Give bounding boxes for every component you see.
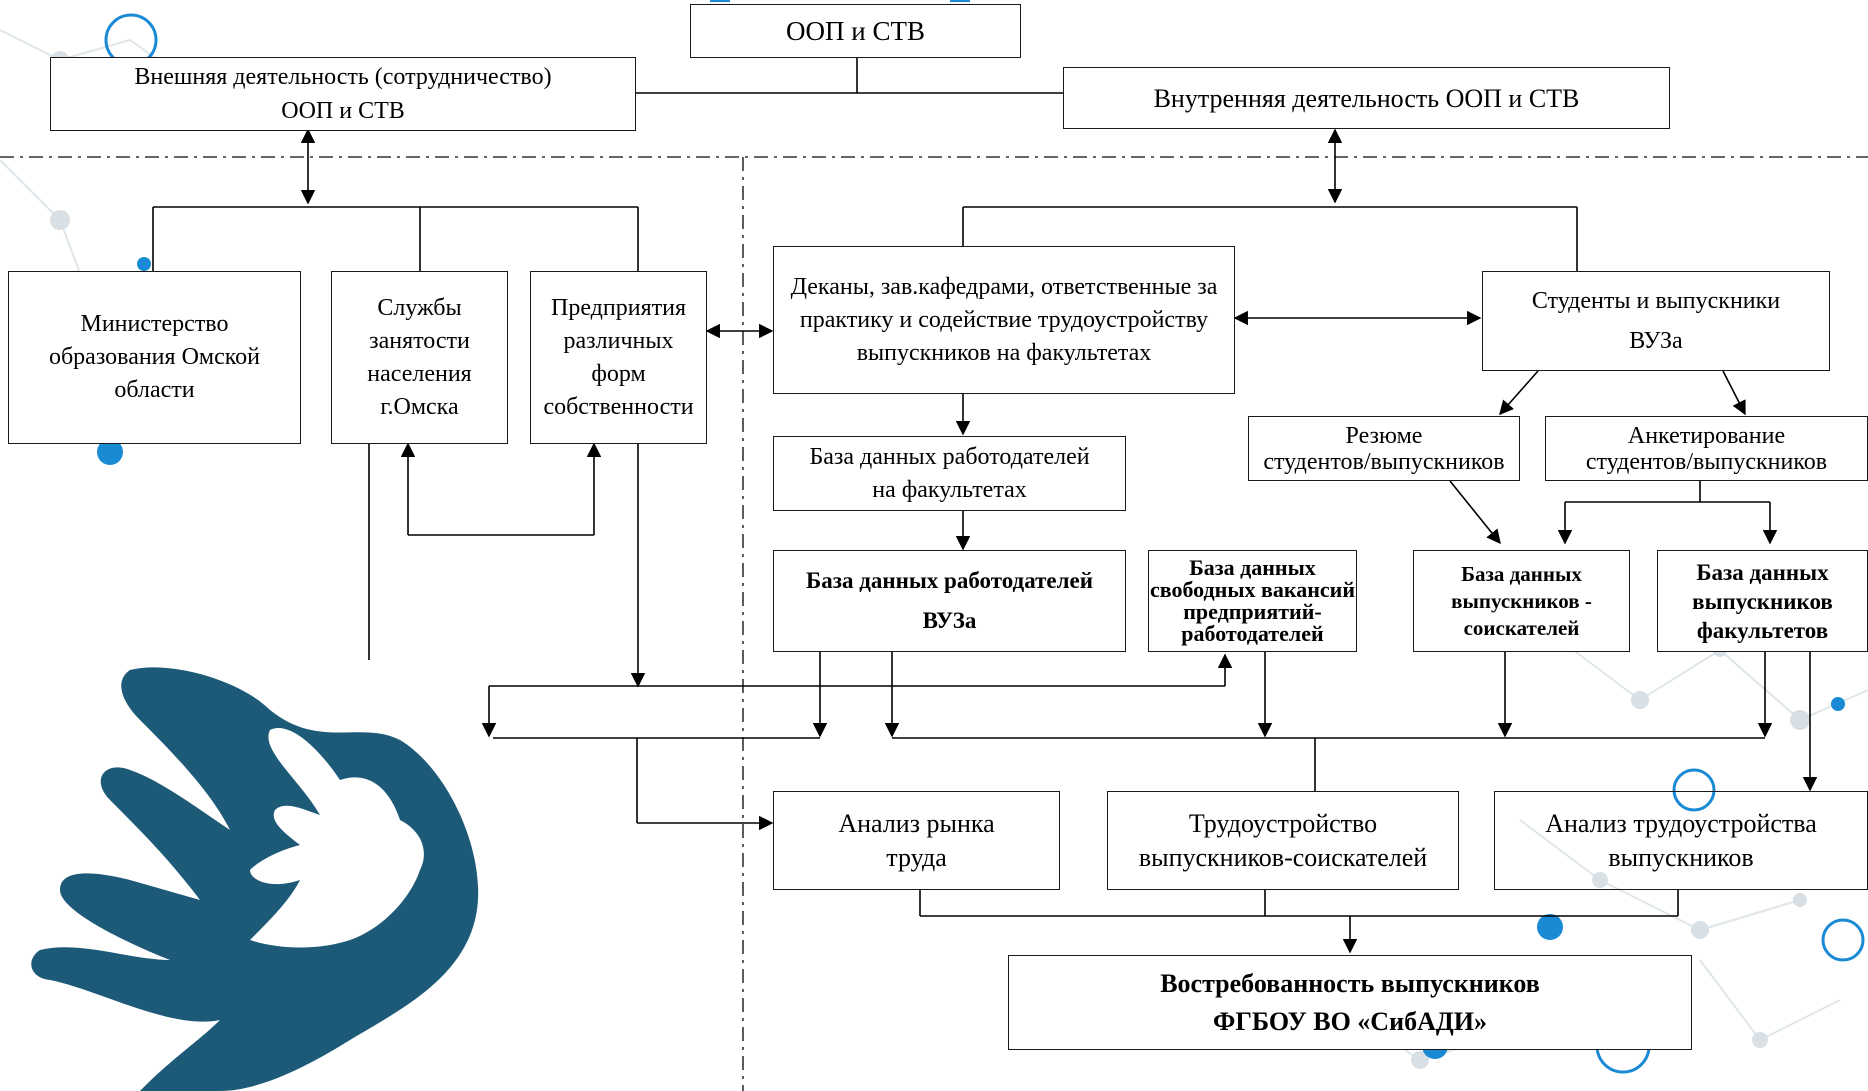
title-accent-icon xyxy=(710,0,970,2)
graduates-seekers-db-label: База данных выпускников - соискателей xyxy=(1451,561,1592,640)
survey-box: Анкетирование студентов/выпускников xyxy=(1545,416,1868,481)
external-activity-box: Внешняя деятельность (сотрудничество) ОО… xyxy=(50,57,636,131)
university-employers-db-label: База данных работодателей ВУЗа xyxy=(806,568,1093,633)
top-box: ООП и СТВ xyxy=(690,4,1021,58)
deans-box: Деканы, зав.кафедрами, ответственные за … xyxy=(773,246,1235,394)
internal-activity-box: Внутренняя деятельность ООП и СТВ xyxy=(1063,67,1670,129)
internal-activity-label: Внутренняя деятельность ООП и СТВ xyxy=(1153,83,1580,113)
external-activity-label: Внешняя деятельность (сотрудничество) ОО… xyxy=(134,64,552,124)
ministry-label: Министерство образования Омской области xyxy=(48,311,261,403)
employment-label: Трудоустройство выпускников-соискателей xyxy=(1138,808,1428,872)
resume-label: Резюме студентов/выпускников xyxy=(1263,422,1505,475)
employment-services-label: Службы занятости населения г.Омска xyxy=(367,294,472,420)
resume-box: Резюме студентов/выпускников xyxy=(1248,416,1520,481)
faculty-graduates-db-box: База данных выпускников факультетов xyxy=(1657,550,1868,652)
labor-market-box: Анализ рынка труда xyxy=(773,791,1060,890)
top-box-label: ООП и СТВ xyxy=(786,15,925,46)
students-box: Студенты и выпускники ВУЗа xyxy=(1482,271,1830,371)
enterprises-label: Предприятия различных форм собственности xyxy=(543,294,694,420)
hands-icon xyxy=(31,667,479,1091)
faculty-employers-db-box: База данных работодателей на факультетах xyxy=(773,436,1126,511)
employment-services-box: Службы занятости населения г.Омска xyxy=(331,271,508,444)
vacancies-db-label: База данных свободных вакансий предприят… xyxy=(1149,555,1356,646)
vacancies-db-box: База данных свободных вакансий предприят… xyxy=(1148,550,1357,652)
survey-label: Анкетирование студентов/выпускников xyxy=(1585,422,1828,475)
deans-label: Деканы, зав.кафедрами, ответственные за … xyxy=(790,273,1218,366)
enterprises-box: Предприятия различных форм собственности xyxy=(530,271,707,444)
employment-analysis-label: Анализ трудоустройства выпускников xyxy=(1545,808,1817,872)
employment-box: Трудоустройство выпускников-соискателей xyxy=(1107,791,1459,890)
faculty-employers-db-label: База данных работодателей на факультетах xyxy=(809,443,1090,503)
students-label: Студенты и выпускники ВУЗа xyxy=(1531,288,1781,354)
employment-analysis-box: Анализ трудоустройства выпускников xyxy=(1494,791,1868,890)
demand-box: Востребованность выпускников ФГБОУ ВО «С… xyxy=(1008,955,1692,1050)
university-employers-db-box: База данных работодателей ВУЗа xyxy=(773,550,1126,652)
demand-label: Востребованность выпускников ФГБОУ ВО «С… xyxy=(1160,968,1540,1036)
faculty-graduates-db-label: База данных выпускников факультетов xyxy=(1692,559,1833,643)
ministry-box: Министерство образования Омской области xyxy=(8,271,301,444)
labor-market-label: Анализ рынка труда xyxy=(838,808,995,872)
graduates-seekers-db-box: База данных выпускников - соискателей xyxy=(1413,550,1630,652)
